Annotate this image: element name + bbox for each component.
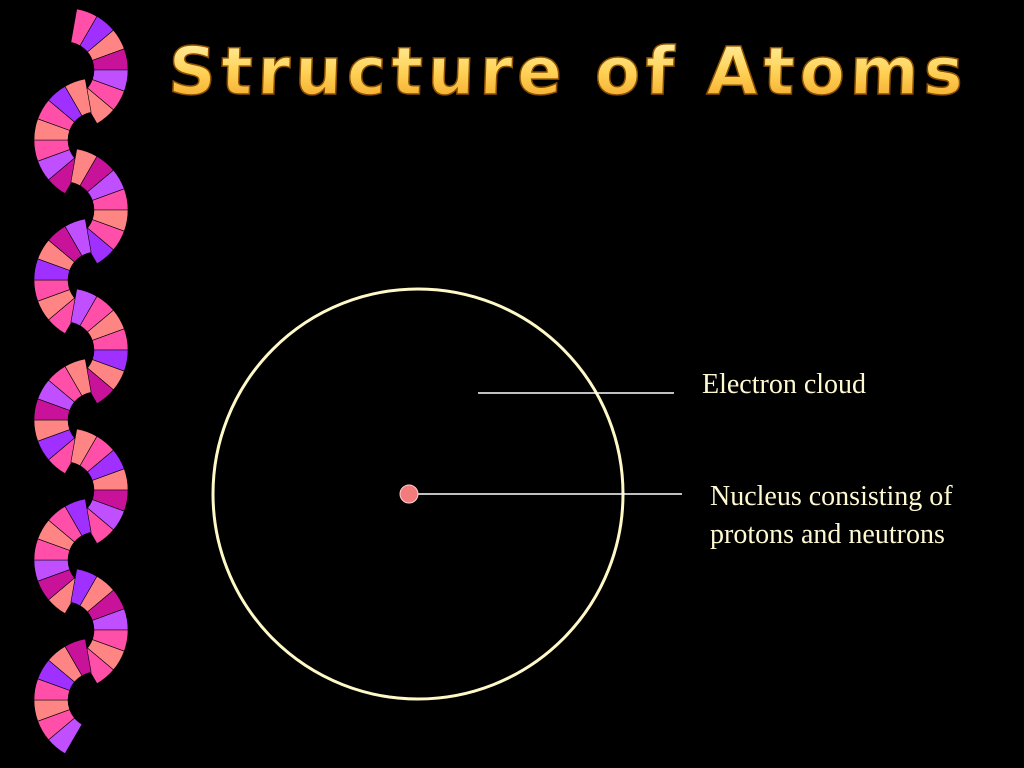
nucleus-dot-icon [399, 484, 419, 504]
nucleus-label: Nucleus consisting of protons and neutro… [710, 478, 953, 554]
fan-segment [64, 358, 92, 397]
fan-segment [64, 78, 92, 117]
page-title: Structure of Atoms [167, 33, 969, 110]
nucleus-label-line-1: Nucleus consisting of [710, 481, 953, 512]
nucleus-label-line-2: protons and neutrons [710, 519, 945, 550]
fan-segment [64, 498, 92, 537]
fan-segment [64, 638, 92, 677]
electron-cloud-label: Electron cloud [702, 369, 867, 400]
slide-title: Structure of Atoms [166, 32, 970, 110]
decorative-fan-border-icon [33, 8, 129, 755]
fan-segment [64, 218, 92, 257]
